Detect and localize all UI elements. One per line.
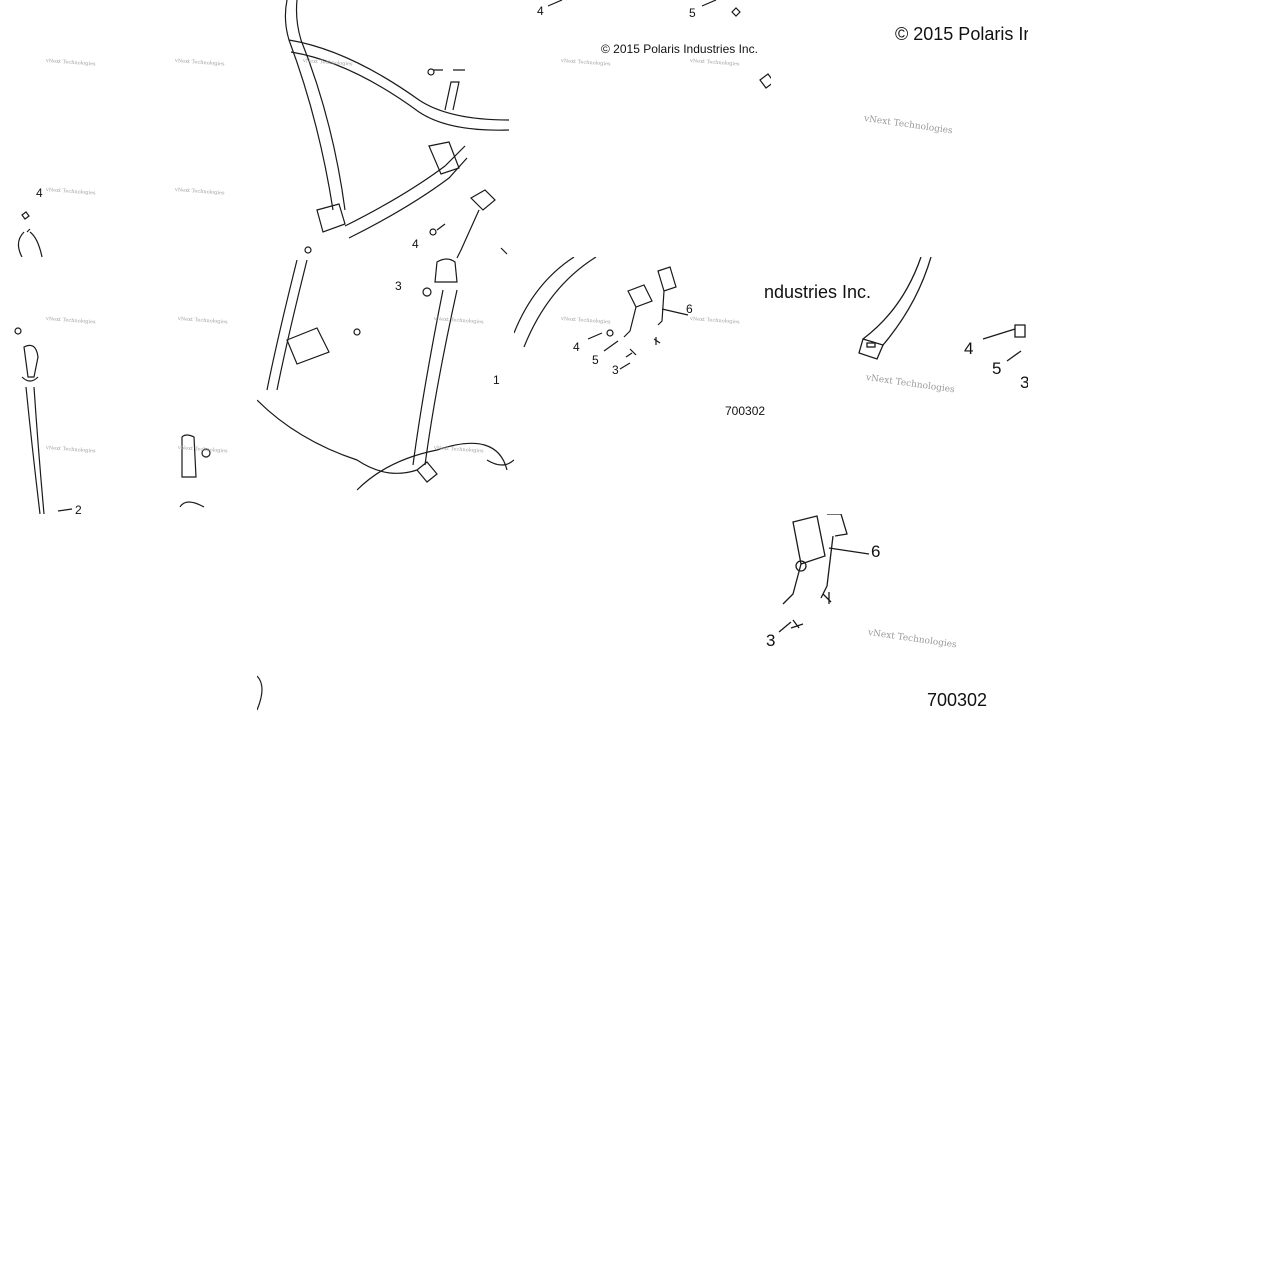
callout-3-small: 3 xyxy=(612,363,619,377)
diagram-tile-far-right-bottom xyxy=(771,514,1028,714)
callout-5-zoom: 5 xyxy=(992,359,1002,378)
copyright-small: © 2015 Polaris Industries Inc. xyxy=(601,42,758,56)
callout-4-small: 4 xyxy=(573,340,580,354)
seat-belt-assembly-drawing xyxy=(257,0,514,491)
seat-belt-drawing-left-top xyxy=(17,211,43,257)
diagram-tile-center xyxy=(257,0,514,514)
copyright-fragment-mid: ndustries Inc. xyxy=(764,282,872,302)
figure-number-big: 700302 xyxy=(927,690,988,710)
callout-3-zoom-bottom: 3 xyxy=(766,631,775,650)
buckle-drawing-zoom xyxy=(778,514,870,633)
callout-3-zoom-partial: 3 xyxy=(1020,373,1028,392)
diagram-tile-right-mid xyxy=(514,257,771,514)
buckle-drawing-small xyxy=(514,257,689,370)
diagram-tile-right-top xyxy=(514,0,771,257)
figure-number-small: 700302 xyxy=(725,404,766,418)
seat-belt-drawing-left-bottom xyxy=(14,327,211,514)
callout-1-center: 1 xyxy=(493,373,500,387)
callout-2-left: 2 xyxy=(75,503,82,517)
diagram-tile-left-bottom xyxy=(0,257,257,514)
callout-4-center: 4 xyxy=(412,237,419,251)
callout-4-zoom: 4 xyxy=(964,339,974,358)
callout-5-small: 5 xyxy=(592,353,599,367)
callout-5-top: 5 xyxy=(689,6,696,20)
callout-4-left: 4 xyxy=(36,186,43,200)
callout-4-top: 4 xyxy=(537,4,544,18)
diagram-tile-left-top xyxy=(0,0,257,257)
belt-end-drawing-zoom xyxy=(858,257,1026,362)
callout-6-small: 6 xyxy=(686,302,693,316)
fastener-drawing-top xyxy=(547,0,771,89)
belt-arc-fragment xyxy=(257,675,263,711)
diagram-tile-far-right-mid xyxy=(771,257,1028,514)
copyright-fragment-top: © 2015 Polaris Ir xyxy=(895,24,1028,44)
diagram-tile-far-right-top xyxy=(771,0,1028,257)
callout-6-zoom: 6 xyxy=(871,542,881,561)
callout-3-center: 3 xyxy=(395,279,402,293)
